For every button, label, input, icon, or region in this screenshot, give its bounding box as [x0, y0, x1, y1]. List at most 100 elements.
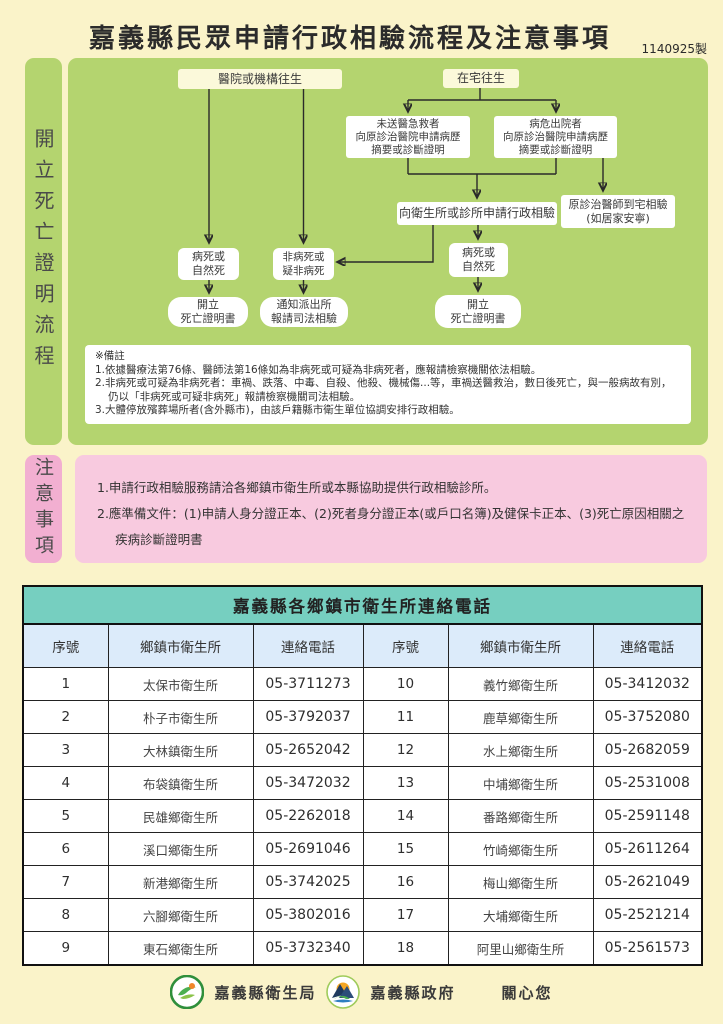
table-title: 嘉義縣各鄉鎮市衛生所連絡電話: [22, 585, 703, 625]
cell-phone: 05-3792037: [252, 700, 364, 734]
footer: 嘉義縣衛生局 嘉義縣政府 關心您: [0, 968, 723, 1016]
flow-box-home-death: 在宅往生: [443, 69, 519, 88]
remarks-title: ※備註: [95, 350, 125, 362]
cell-phone: 05-2521214: [592, 898, 703, 932]
flow-box-issue-certificate-left: 開立 死亡證明書: [168, 297, 248, 327]
flow-box-non-disease-death: 非病死或 疑非病死: [273, 248, 334, 280]
cell-phone: 05-2262018: [252, 799, 364, 833]
cell-seq: 4: [22, 766, 109, 800]
health-bureau-logo-icon: [170, 975, 205, 1009]
cell-station: 大林鎮衛生所: [107, 733, 254, 767]
cell-phone: 05-2691046: [252, 832, 364, 866]
cell-station: 水上鄉衛生所: [447, 733, 594, 767]
cell-seq: 17: [362, 898, 449, 932]
cell-seq: 5: [22, 799, 109, 833]
cell-seq: 6: [22, 832, 109, 866]
cell-station: 布袋鎮衛生所: [107, 766, 254, 800]
flow-arrows: [68, 88, 708, 445]
closing-label: 關心您: [501, 983, 553, 1002]
cell-station: 竹崎鄉衛生所: [447, 832, 594, 866]
flow-box-issue-certificate-right: 開立 死亡證明書: [435, 295, 521, 328]
cell-seq: 1: [22, 667, 109, 701]
table-row: 7 新港鄉衛生所 05-3742025 16 梅山鄉衛生所 05-2621049: [22, 865, 703, 899]
flow-section-label: 開立死亡證明流程: [25, 58, 62, 445]
cell-station: 民雄鄉衛生所: [107, 799, 254, 833]
table-header-row: 序號 鄉鎮市衛生所 連絡電話 序號 鄉鎮市衛生所 連絡電話: [22, 623, 703, 668]
cell-phone: 05-3742025: [252, 865, 364, 899]
cell-seq: 3: [22, 733, 109, 767]
cell-station: 溪口鄉衛生所: [107, 832, 254, 866]
remark-item: 1.依據醫療法第76條、醫師法第16條如為非病死或可疑為非病死者，應報請檢察機關…: [95, 363, 542, 376]
cell-seq: 14: [362, 799, 449, 833]
cell-station: 番路鄉衛生所: [447, 799, 594, 833]
cell-station: 朴子市衛生所: [107, 700, 254, 734]
flowchart-panel: 醫院或機構往生 在宅往生 未送醫急救者 向原診治醫院申請病歷 摘要或診斷證明 病…: [68, 58, 708, 445]
cell-phone: 05-2611264: [592, 832, 703, 866]
cell-station: 六腳鄉衛生所: [107, 898, 254, 932]
cell-station: 新港鄉衛生所: [107, 865, 254, 899]
cell-seq: 9: [22, 931, 109, 966]
cell-phone: 05-3472032: [252, 766, 364, 800]
flow-box-apply-admin-autopsy: 向衛生所或診所申請行政相驗: [397, 202, 557, 225]
cell-phone: 05-2561573: [592, 931, 703, 966]
cell-station: 梅山鄉衛生所: [447, 865, 594, 899]
header-phone: 連絡電話: [252, 623, 364, 668]
flow-box-doctor-home-visit: 原診治醫師到宅相驗 (如居家安寧): [561, 195, 675, 228]
cell-seq: 8: [22, 898, 109, 932]
flow-box-disease-death-right: 病死或 自然死: [449, 243, 508, 277]
cell-station: 鹿草鄉衛生所: [447, 700, 594, 734]
cell-phone: 05-3711273: [252, 667, 364, 701]
header-phone: 連絡電話: [592, 623, 703, 668]
header-seq: 序號: [22, 623, 109, 668]
notice-box: 1.申請行政相驗服務請洽各鄉鎮市衛生所或本縣協助提供行政相驗診所。 2.應準備文…: [75, 455, 707, 563]
table-row: 9 東石鄉衛生所 05-3732340 18 阿里山鄉衛生所 05-256157…: [22, 931, 703, 966]
header-seq: 序號: [362, 623, 449, 668]
county-government-label: 嘉義縣政府: [370, 983, 456, 1002]
table-row: 5 民雄鄉衛生所 05-2262018 14 番路鄉衛生所 05-2591148: [22, 799, 703, 833]
table-row: 2 朴子市衛生所 05-3792037 11 鹿草鄉衛生所 05-3752080: [22, 700, 703, 734]
flow-box-notify-police: 通知派出所 報請司法相驗: [260, 297, 348, 327]
notice-item: 1.申請行政相驗服務請洽各鄉鎮市衛生所或本縣協助提供行政相驗診所。: [97, 480, 497, 495]
flow-remarks-box: ※備註 1.依據醫療法第76條、醫師法第16條如為非病死或可疑為非病死者，應報請…: [85, 345, 691, 424]
cell-seq: 10: [362, 667, 449, 701]
cell-phone: 05-3732340: [252, 931, 364, 966]
table-row: 4 布袋鎮衛生所 05-3472032 13 中埔鄉衛生所 05-2531008: [22, 766, 703, 800]
cell-station: 義竹鄉衛生所: [447, 667, 594, 701]
flow-box-disease-death-left: 病死或 自然死: [178, 248, 239, 280]
table-row: 6 溪口鄉衛生所 05-2691046 15 竹崎鄉衛生所 05-2611264: [22, 832, 703, 866]
health-bureau-label: 嘉義縣衛生局: [214, 983, 317, 1002]
cell-seq: 18: [362, 931, 449, 966]
health-station-phone-table: 嘉義縣各鄉鎮市衛生所連絡電話 序號 鄉鎮市衛生所 連絡電話 序號 鄉鎮市衛生所 …: [22, 585, 703, 966]
cell-station: 阿里山鄉衛生所: [447, 931, 594, 966]
cell-seq: 16: [362, 865, 449, 899]
table-row: 3 大林鎮衛生所 05-2652042 12 水上鄉衛生所 05-2682059: [22, 733, 703, 767]
cell-station: 大埔鄉衛生所: [447, 898, 594, 932]
cell-phone: 05-2652042: [252, 733, 364, 767]
remark-item: 3.大體停放殯葬場所者(含外縣市)，由該戶籍縣市衛生單位協調安排行政相驗。: [95, 404, 460, 416]
cell-phone: 05-2531008: [592, 766, 703, 800]
cell-seq: 12: [362, 733, 449, 767]
cell-phone: 05-2591148: [592, 799, 703, 833]
table-row: 1 太保市衛生所 05-3711273 10 義竹鄉衛生所 05-3412032: [22, 667, 703, 701]
header-station: 鄉鎮市衛生所: [107, 623, 254, 668]
cell-seq: 2: [22, 700, 109, 734]
notice-section-label: 注意事項: [25, 455, 62, 563]
table-row: 8 六腳鄉衛生所 05-3802016 17 大埔鄉衛生所 05-2521214: [22, 898, 703, 932]
cell-phone: 05-3412032: [592, 667, 703, 701]
cell-seq: 11: [362, 700, 449, 734]
notice-item: 2.應準備文件：(1)申請人身分證正本、(2)死者身分證正本(或戶口名簿)及健保…: [97, 506, 685, 547]
cell-phone: 05-3752080: [592, 700, 703, 734]
cell-station: 中埔鄉衛生所: [447, 766, 594, 800]
cell-station: 東石鄉衛生所: [107, 931, 254, 966]
flow-box-hospital-death: 醫院或機構往生: [178, 69, 342, 89]
cell-seq: 15: [362, 832, 449, 866]
flow-box-unsent-emergency: 未送醫急救者 向原診治醫院申請病歷 摘要或診斷證明: [346, 116, 470, 158]
cell-seq: 13: [362, 766, 449, 800]
county-government-logo-icon: [326, 975, 361, 1009]
cell-phone: 05-3802016: [252, 898, 364, 932]
header-station: 鄉鎮市衛生所: [447, 623, 594, 668]
cell-station: 太保市衛生所: [107, 667, 254, 701]
cell-phone: 05-2682059: [592, 733, 703, 767]
cell-phone: 05-2621049: [592, 865, 703, 899]
